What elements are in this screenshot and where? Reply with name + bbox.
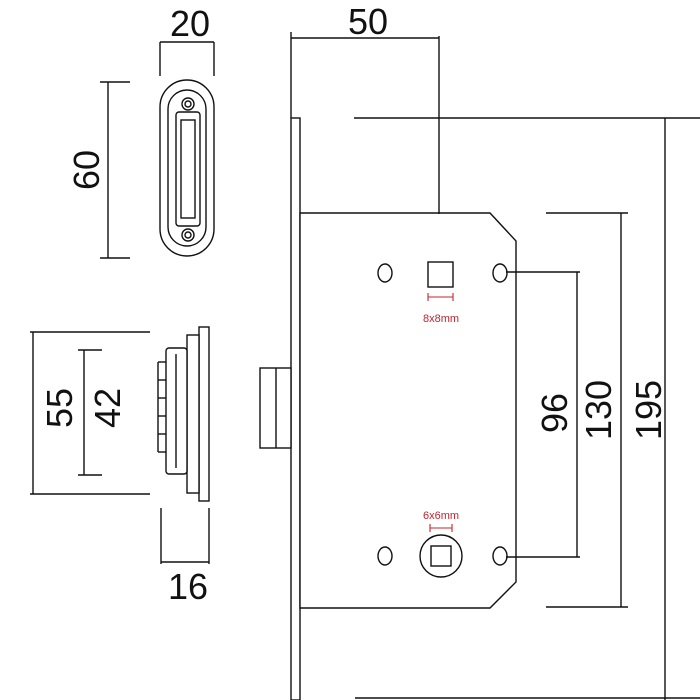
case-height-label: 130 xyxy=(578,380,619,440)
faceplate-depth-label: 16 xyxy=(168,566,208,607)
strike-width-label: 20 xyxy=(170,3,210,44)
forend-height-dimension: 195 xyxy=(355,118,700,700)
faceplate-side-view xyxy=(157,326,210,502)
lock-case xyxy=(299,212,517,609)
upper-spindle-group: 8x8mm xyxy=(377,261,508,325)
strike-height-dimension: 60 xyxy=(66,81,130,259)
forend-height-label: 195 xyxy=(628,380,669,440)
centres-label: 96 xyxy=(534,393,575,433)
backset-dimension: 50 xyxy=(290,1,700,214)
lock-forend xyxy=(290,117,301,700)
faceplate-depth-dimension: 16 xyxy=(160,508,210,607)
faceplate-hole-spacing-dimension: 42 xyxy=(78,349,128,476)
backset-label: 50 xyxy=(348,1,388,42)
faceplate-height-dimension: 55 xyxy=(30,331,150,495)
strike-width-dimension: 20 xyxy=(159,3,215,76)
case-height-dimension: 130 xyxy=(546,212,628,608)
strike-plate xyxy=(159,79,215,257)
centres-dimension: 96 xyxy=(506,271,580,558)
lower-spindle-hole xyxy=(430,545,452,567)
strike-height-label: 60 xyxy=(66,150,107,190)
upper-spindle-hole xyxy=(427,261,454,288)
faceplate-height-label: 55 xyxy=(39,388,80,428)
latch-bolt xyxy=(259,367,292,449)
lower-spindle-group: 6x6mm xyxy=(377,510,508,578)
lower-spindle-size: 6x6mm xyxy=(423,510,459,522)
faceplate-hole-spacing-label: 42 xyxy=(87,388,128,428)
upper-spindle-size: 8x8mm xyxy=(423,313,459,325)
